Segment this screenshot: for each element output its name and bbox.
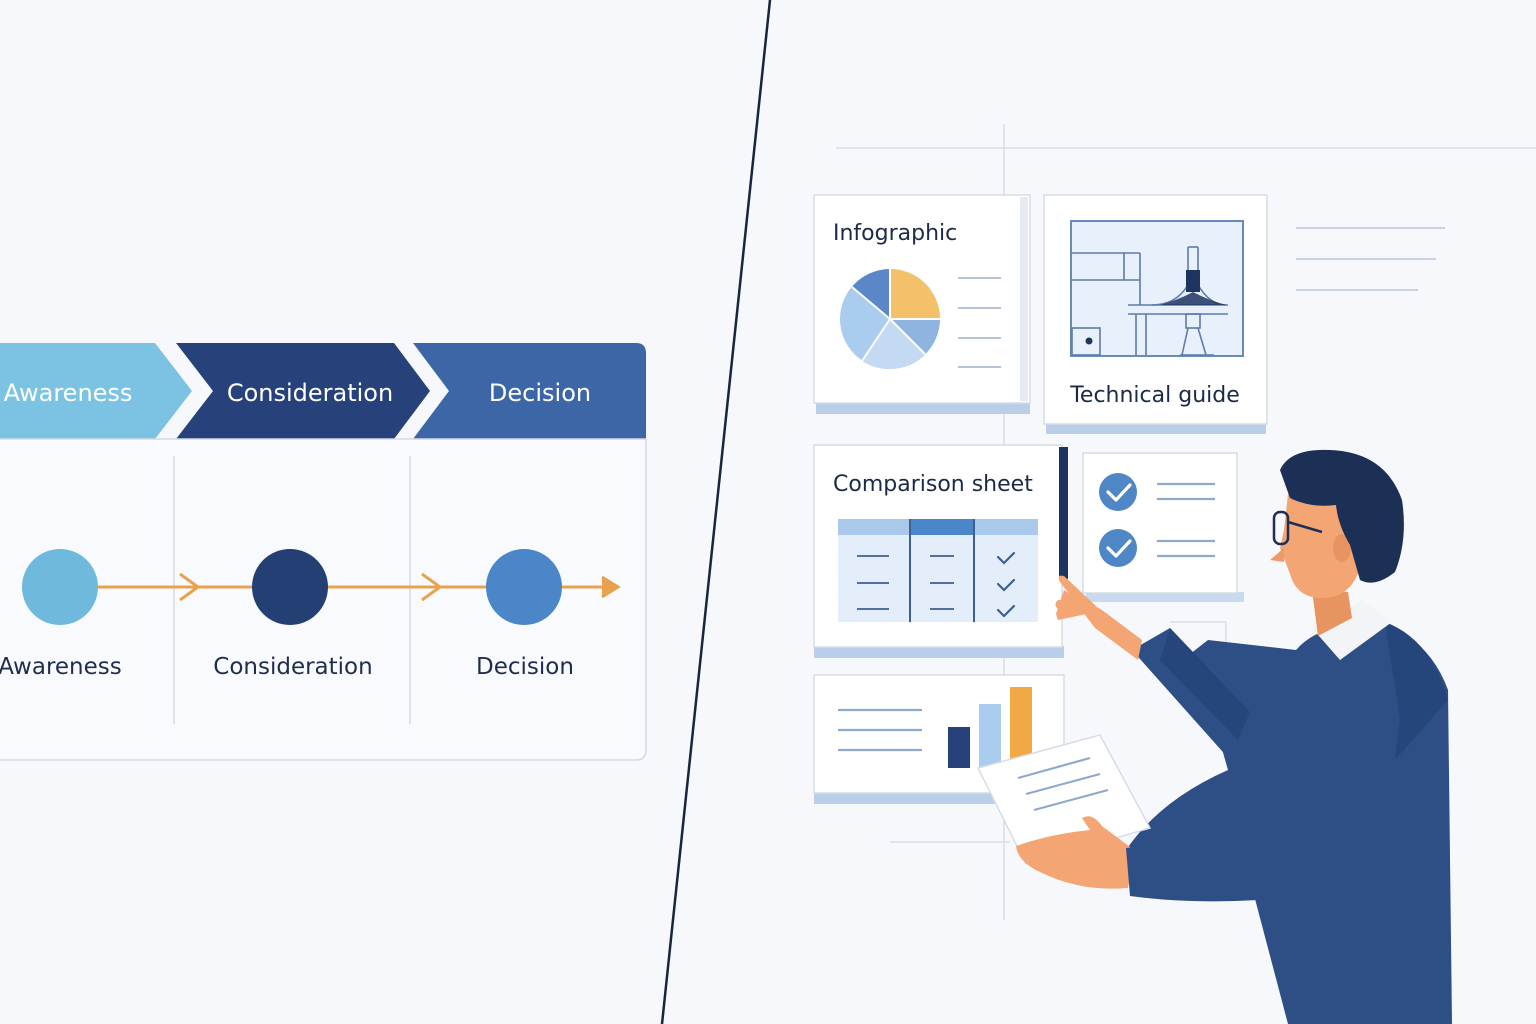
timeline-label-decision: Decision xyxy=(476,654,574,680)
diagonal-divider xyxy=(660,0,772,1024)
timeline-arrowhead xyxy=(179,572,201,602)
blueprint-drawing-icon xyxy=(1070,220,1244,357)
timeline-arrowhead xyxy=(601,575,621,599)
timeline-label-awareness: Awareness xyxy=(0,654,122,680)
raised-hand xyxy=(1055,575,1142,660)
lower-sleeve xyxy=(1126,844,1258,902)
glasses-icon xyxy=(1272,510,1323,546)
hair xyxy=(1280,449,1404,583)
timeline-arrowhead xyxy=(421,572,443,602)
pie-chart-icon xyxy=(840,269,940,370)
infographic-card: Infographic xyxy=(813,194,1031,414)
infographic-title: Infographic xyxy=(833,221,957,246)
comparison-table-icon xyxy=(838,519,1038,622)
check-icon xyxy=(996,551,1016,618)
timeline-node-awareness xyxy=(22,549,98,625)
stage-chevron-awareness xyxy=(0,343,192,439)
comparison-sheet-title: Comparison sheet xyxy=(833,472,1033,497)
stage-label-awareness: Awareness xyxy=(4,379,133,407)
text-lines-decoration xyxy=(1296,227,1445,291)
stage-chevron-decision xyxy=(413,343,646,439)
checkmark-circle-icon xyxy=(1099,529,1137,567)
funnel-diagram: Awareness Consideration Decision Awarene… xyxy=(0,343,647,761)
presenter-figure xyxy=(976,449,1452,1024)
technical-guide-card: Technical guide xyxy=(1043,194,1268,434)
comparison-sheet-card: Comparison sheet xyxy=(813,444,1068,658)
stage-chevron-consideration xyxy=(176,343,430,439)
timeline-label-consideration: Consideration xyxy=(213,654,372,680)
stage-label-decision: Decision xyxy=(489,379,591,407)
bar-chart-icon xyxy=(948,687,1032,768)
shirt-collar xyxy=(1312,600,1392,660)
checklist-card xyxy=(1082,452,1244,602)
timeline-node-consideration xyxy=(252,549,328,625)
technical-guide-title: Technical guide xyxy=(1069,383,1240,408)
timeline-node-decision xyxy=(486,549,562,625)
lower-hand xyxy=(1016,816,1134,889)
stage-label-consideration: Consideration xyxy=(227,379,393,407)
checkmark-circle-icon xyxy=(1099,473,1137,511)
